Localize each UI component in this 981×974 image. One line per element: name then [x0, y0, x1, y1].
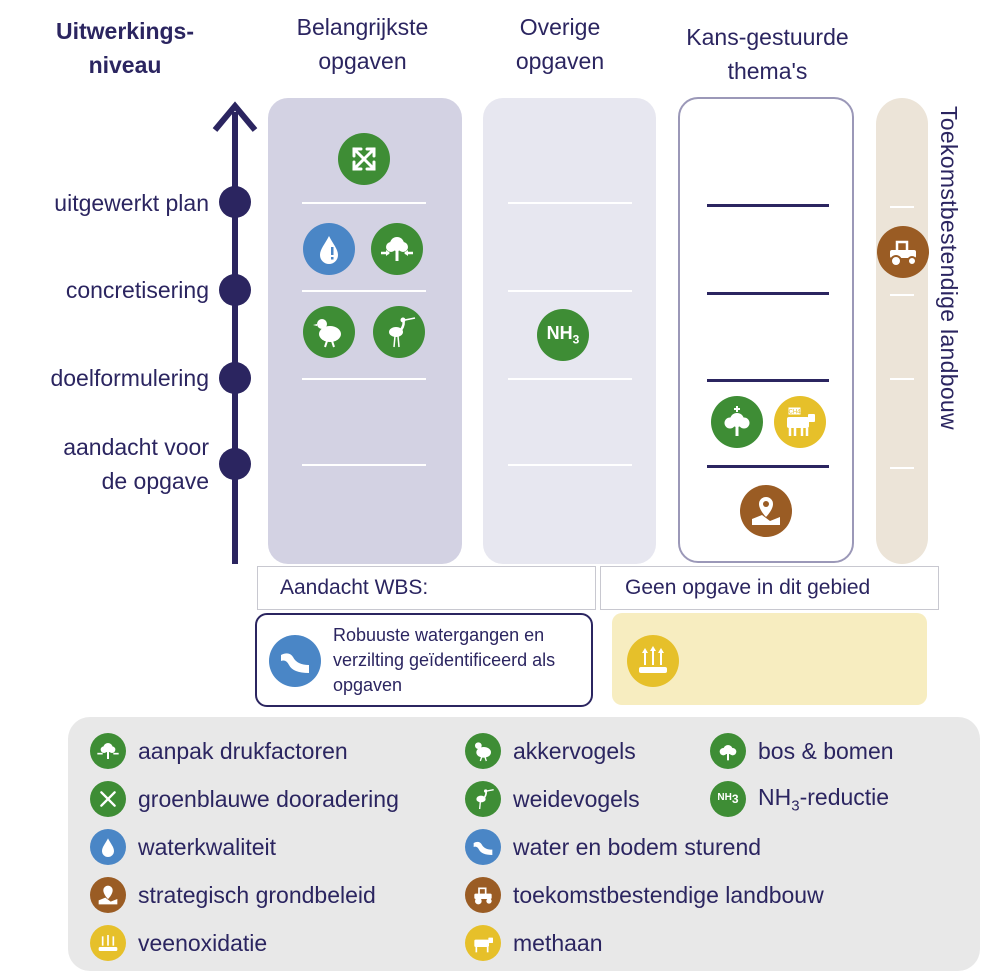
legend-item-groenblauwe-dooradering: groenblauwe dooradering: [90, 781, 399, 817]
kans-gestuurde-themas-header: Kans-gestuurde thema's: [686, 24, 849, 84]
divider: [508, 464, 632, 466]
legend-label: methaan: [513, 929, 603, 956]
legend-item-methaan: methaan: [465, 925, 603, 961]
legend-item-water-bodem-sturend: water en bodem sturend: [465, 829, 761, 865]
groenblauwe-dooradering-icon: [90, 781, 126, 817]
level-label-uitgewerkt-plan: uitgewerkt plan: [54, 190, 209, 216]
bos-bomen-icon: [711, 396, 763, 448]
legend-label: NH3-reductie: [758, 784, 889, 815]
legend-item-bos-bomen: bos & bomen: [710, 733, 894, 769]
nh3-icon-sub: 3: [572, 332, 580, 347]
divider: [508, 378, 632, 380]
divider: [302, 290, 426, 292]
veenoxidatie-icon: [627, 635, 679, 687]
legend-label: weidevogels: [513, 785, 640, 812]
bos-bomen-icon: [710, 733, 746, 769]
toekomstbestendige-landbouw-column: [876, 98, 928, 564]
legend-label-rest: -reductie: [799, 783, 890, 810]
groenblauwe-dooradering-icon: [338, 133, 390, 185]
veenoxidatie-icon: [90, 925, 126, 961]
divider: [302, 378, 426, 380]
legend: [68, 717, 980, 971]
level-dot-uitgewerkt: [219, 186, 251, 218]
legend-label: water en bodem sturend: [513, 833, 762, 860]
water-bodem-sturend-icon: [465, 829, 501, 865]
divider: [890, 467, 914, 469]
divider: [302, 202, 426, 204]
divider: [302, 464, 426, 466]
legend-label: groenblauwe dooradering: [138, 785, 399, 812]
toekomstbestendige-landbouw-label: Toekomstbestendige landbouw: [936, 106, 962, 430]
level-header: Uitwerkings- niveau: [55, 18, 195, 78]
waterkwaliteit-icon: [90, 829, 126, 865]
belangrijkste-opgaven-header: Belangrijkste opgaven: [296, 14, 429, 74]
legend-item-toekomstbestendige-landbouw: toekomstbestendige landbouw: [465, 877, 824, 913]
overige-opgaven-header: Overige opgaven: [515, 14, 605, 74]
legend-item-strategisch-grondbeleid: strategisch grondbeleid: [90, 877, 376, 913]
divider: [890, 378, 914, 380]
legend-item-aanpak-drukfactoren: aanpak drukfactoren: [90, 733, 348, 769]
level-dot-aandacht: [219, 448, 251, 480]
aandacht-wbs-box: Aandacht WBS:: [257, 566, 596, 610]
divider: [508, 202, 632, 204]
methaan-icon: [465, 925, 501, 961]
divider: [890, 294, 914, 296]
legend-label: toekomstbestendige landbouw: [513, 881, 824, 908]
divider: [707, 465, 829, 468]
robuuste-watergangen-text: Robuuste watergangen en verzilting geïde…: [333, 625, 556, 695]
legend-label-main: NH: [758, 783, 792, 810]
legend-item-akkervogels: akkervogels: [465, 733, 636, 769]
aanpak-drukfactoren-icon: [371, 223, 423, 275]
akkervogels-icon: [465, 733, 501, 769]
divider: [508, 290, 632, 292]
legend-label: aanpak drukfactoren: [138, 737, 348, 764]
weidevogels-icon: [465, 781, 501, 817]
svg-text:CH4: CH4: [788, 410, 801, 416]
robuuste-watergangen-box: Robuuste watergangen en verzilting geïde…: [255, 613, 593, 707]
level-axis-arrow: [212, 101, 258, 564]
legend-item-veenoxidatie: veenoxidatie: [90, 925, 267, 961]
level-dot-concretisering: [219, 274, 251, 306]
waterkwaliteit-icon: [303, 223, 355, 275]
aanpak-drukfactoren-icon: [90, 733, 126, 769]
toekomstbestendige-landbouw-icon: [877, 226, 929, 278]
nh3-reductie-icon: NH3: [537, 309, 589, 361]
water-bodem-sturend-icon: [269, 635, 321, 687]
legend-item-weidevogels: weidevogels: [465, 781, 640, 817]
strategisch-grondbeleid-icon: [90, 877, 126, 913]
nh3-legend-icon-sub: 3: [731, 792, 739, 806]
legend-item-waterkwaliteit: waterkwaliteit: [90, 829, 276, 865]
strategisch-grondbeleid-icon: [740, 485, 792, 537]
akkervogels-icon: [303, 306, 355, 358]
veenoxidatie-box: [612, 613, 927, 705]
toekomstbestendige-landbouw-icon: [465, 877, 501, 913]
nh3-icon-text: NH: [546, 323, 573, 344]
level-label-concretisering: concretisering: [65, 277, 209, 303]
legend-item-nh3-reductie: NH3 NH3-reductie: [710, 781, 889, 817]
legend-label-sub: 3: [791, 797, 800, 815]
nh3-reductie-icon: NH3: [710, 781, 746, 817]
level-label-aandacht: aandacht voor de opgave: [63, 434, 209, 494]
legend-label: veenoxidatie: [138, 929, 268, 956]
methaan-icon: CH4: [774, 396, 826, 448]
divider: [707, 292, 829, 295]
legend-label: waterkwaliteit: [138, 833, 277, 860]
legend-label: akkervogels: [513, 737, 636, 764]
nh3-legend-icon-text: NH: [717, 792, 732, 803]
legend-label: bos & bomen: [758, 737, 894, 764]
level-label-doelformulering: doelformulering: [50, 365, 209, 391]
divider: [890, 206, 914, 208]
legend-label: strategisch grondbeleid: [138, 881, 376, 908]
divider: [707, 204, 829, 207]
weidevogels-icon: [373, 306, 425, 358]
geen-opgave-box: Geen opgave in dit gebied: [600, 566, 939, 610]
divider: [707, 379, 829, 382]
level-dot-doelformulering: [219, 362, 251, 394]
